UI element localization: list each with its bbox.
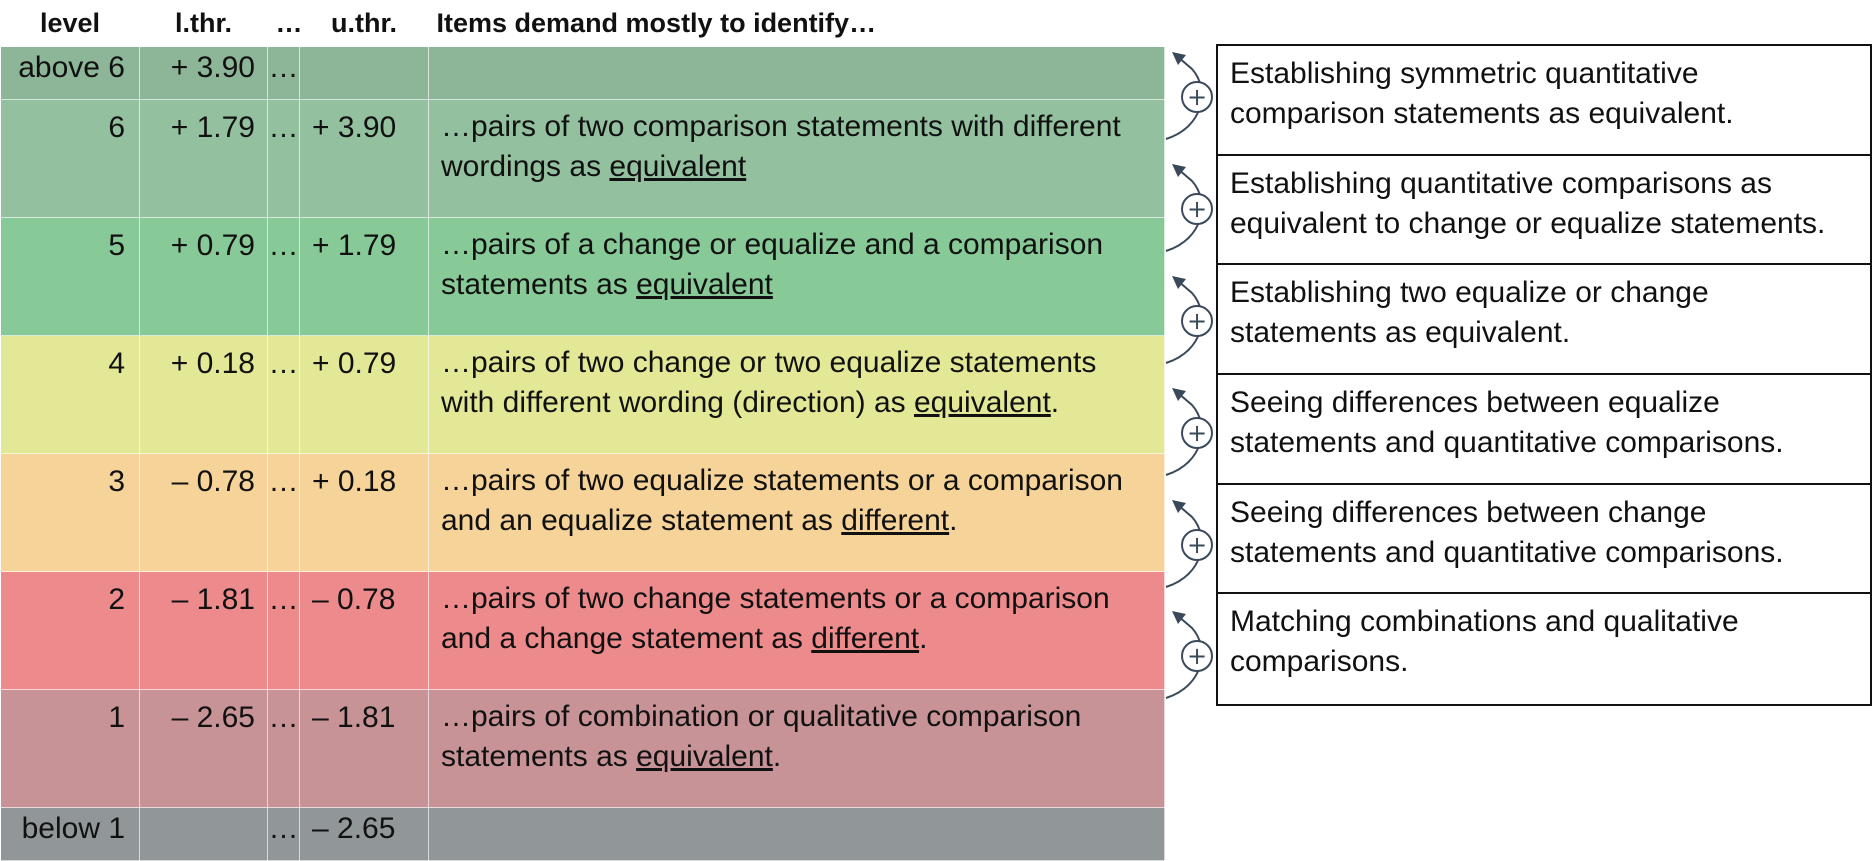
- upper-threshold-cell: + 0.79: [299, 335, 429, 454]
- plus-symbol: +: [1187, 307, 1207, 335]
- plus-circle-arrow-icon: +: [1165, 500, 1213, 588]
- table-body: above 6+ 3.90…6+ 1.79…+ 3.90…pairs of tw…: [0, 46, 1165, 861]
- lower-threshold-cell: + 1.79: [139, 99, 268, 218]
- description-end: .: [772, 740, 782, 773]
- header-lower-threshold: l.thr.: [139, 0, 268, 47]
- lower-threshold-cell: – 1.81: [139, 571, 268, 690]
- level-row: 5+ 0.79…+ 1.79…pairs of a change or equa…: [0, 217, 1165, 336]
- transition-box: Establishing two equalize or change stat…: [1218, 265, 1870, 376]
- description-text: …pairs of two comparison statements with…: [441, 110, 1121, 183]
- dots-cell: …: [267, 571, 300, 690]
- level-threshold-table: level l.thr. … u.thr. Items demand mostl…: [0, 0, 1165, 861]
- description-keyword: equivalent: [914, 386, 1051, 419]
- description-text: …pairs of two change or two equalize sta…: [441, 346, 1097, 419]
- upper-threshold-cell: + 1.79: [299, 217, 429, 336]
- header-upper-threshold: u.thr.: [299, 0, 429, 47]
- description-text: …pairs of two equalize statements or a c…: [441, 464, 1123, 537]
- level-row: below 1 …– 2.65: [0, 807, 1165, 861]
- dots-cell: …: [267, 99, 300, 218]
- description-cell: …pairs of two equalize statements or a c…: [428, 453, 1165, 572]
- description-cell: …pairs of two change or two equalize sta…: [428, 335, 1165, 454]
- level-row: 6+ 1.79…+ 3.90…pairs of two comparison s…: [0, 99, 1165, 218]
- transition-descriptions: Establishing symmetric quantitative comp…: [1216, 44, 1872, 707]
- lower-threshold-cell: – 0.78: [139, 453, 268, 572]
- table-header-row: level l.thr. … u.thr. Items demand mostl…: [0, 0, 1165, 47]
- level-cell: 4: [0, 335, 140, 454]
- transition-box: Seeing differences between equalize stat…: [1218, 375, 1870, 485]
- level-cell: 5: [0, 217, 140, 336]
- description-cell: …pairs of two comparison statements with…: [428, 99, 1165, 218]
- lower-threshold-cell: – 2.65: [139, 689, 268, 808]
- dots-cell: …: [267, 217, 300, 336]
- description-cell: …pairs of a change or equalize and a com…: [428, 217, 1165, 336]
- description-text: …pairs of two change statements or a com…: [441, 582, 1110, 655]
- description-cell: [428, 46, 1165, 100]
- upper-threshold-cell: – 2.65: [299, 807, 429, 861]
- header-dots: …: [267, 0, 303, 47]
- level-row: 2– 1.81…– 0.78…pairs of two change state…: [0, 571, 1165, 690]
- level-row: above 6+ 3.90…: [0, 46, 1165, 100]
- upper-threshold-cell: – 1.81: [299, 689, 429, 808]
- upper-threshold-cell: + 0.18: [299, 453, 429, 572]
- plus-symbol: +: [1187, 83, 1207, 111]
- upper-threshold-cell: [299, 46, 429, 100]
- transition-box: Establishing symmetric quantitative comp…: [1218, 46, 1870, 156]
- transition-box: Establishing quantitative comparisons as…: [1218, 156, 1870, 266]
- dots-cell: …: [267, 335, 300, 454]
- level-cell: 6: [0, 99, 140, 218]
- description-keyword: different: [841, 504, 950, 537]
- level-cell: 1: [0, 689, 140, 808]
- upper-threshold-cell: – 0.78: [299, 571, 429, 690]
- plus-symbol: +: [1187, 642, 1207, 670]
- plus-circle-arrow-icon: +: [1165, 388, 1213, 476]
- header-level: level: [0, 0, 140, 47]
- level-row: 3– 0.78…+ 0.18…pairs of two equalize sta…: [0, 453, 1165, 572]
- plus-symbol: +: [1187, 531, 1207, 559]
- lower-threshold-cell: + 3.90: [139, 46, 268, 100]
- plus-symbol: +: [1187, 419, 1207, 447]
- lower-threshold-cell: + 0.79: [139, 217, 268, 336]
- description-end: .: [1050, 386, 1060, 419]
- transition-connectors: + + + + + +: [1165, 52, 1213, 699]
- description-end: .: [919, 622, 928, 655]
- upper-threshold-cell: + 3.90: [299, 99, 429, 218]
- description-end: .: [949, 504, 958, 537]
- plus-circle-arrow-icon: +: [1165, 611, 1213, 699]
- header-description: Items demand mostly to identify…: [428, 0, 1165, 47]
- plus-circle-arrow-icon: +: [1165, 164, 1213, 252]
- dots-cell: …: [267, 453, 300, 572]
- level-cell: below 1: [0, 807, 140, 861]
- lower-threshold-cell: [139, 807, 268, 861]
- dots-cell: …: [267, 46, 300, 100]
- level-row: 4+ 0.18…+ 0.79…pairs of two change or tw…: [0, 335, 1165, 454]
- level-cell: 2: [0, 571, 140, 690]
- description-cell: …pairs of two change statements or a com…: [428, 571, 1165, 690]
- description-keyword: equivalent: [636, 740, 773, 773]
- description-cell: …pairs of combination or qualitative com…: [428, 689, 1165, 808]
- dots-cell: …: [267, 689, 300, 808]
- dots-cell: …: [267, 807, 300, 861]
- level-row: 1– 2.65…– 1.81…pairs of combination or q…: [0, 689, 1165, 808]
- plus-circle-arrow-icon: +: [1165, 52, 1213, 140]
- level-cell: 3: [0, 453, 140, 572]
- plus-symbol: +: [1187, 195, 1207, 223]
- level-cell: above 6: [0, 46, 140, 100]
- description-keyword: equivalent: [609, 150, 747, 183]
- description-keyword: different: [811, 622, 920, 655]
- lower-threshold-cell: + 0.18: [139, 335, 268, 454]
- transition-box: Matching combinations and qualitative co…: [1230, 605, 1739, 679]
- description-text: …pairs of a change or equalize and a com…: [441, 228, 1104, 301]
- description-keyword: equivalent: [636, 268, 773, 301]
- description-cell: [428, 807, 1165, 861]
- description-text: …pairs of combination or qualitative com…: [441, 700, 1082, 773]
- transition-box: Seeing differences between change statem…: [1218, 485, 1870, 595]
- plus-circle-arrow-icon: +: [1165, 276, 1213, 364]
